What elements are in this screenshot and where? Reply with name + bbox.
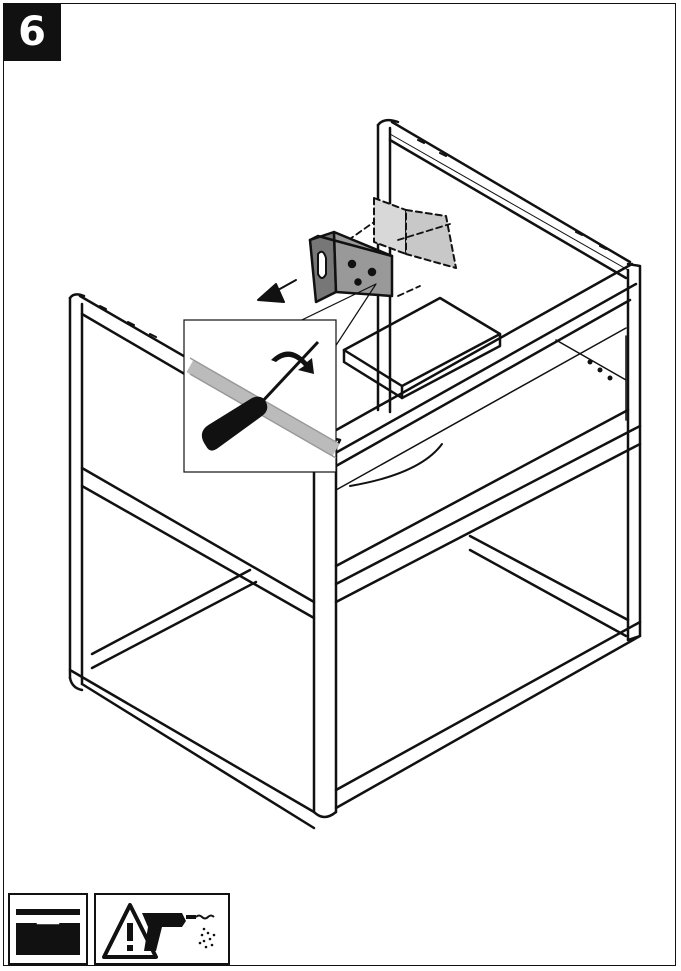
left-post	[68, 293, 86, 686]
bracket	[308, 230, 394, 304]
left-bottom-rail	[68, 668, 316, 830]
left-middle-rail	[80, 466, 316, 620]
front-post	[312, 434, 342, 819]
screwdriver-icon	[201, 340, 320, 451]
back-bottom-rail	[468, 534, 630, 638]
right-post	[626, 262, 642, 642]
spirit-level-icon	[16, 909, 80, 955]
step-number: 6	[3, 3, 61, 61]
move-arrow	[257, 279, 297, 303]
side-panel-holes	[587, 359, 613, 381]
alignment-dashes	[339, 221, 451, 297]
right-top-rail	[320, 262, 638, 468]
spirit-level-box	[8, 893, 88, 965]
page-frame	[3, 3, 676, 966]
shelf-panel	[342, 296, 502, 400]
zoom-callout	[183, 319, 340, 473]
drawer-curve	[349, 443, 443, 487]
drill-warning-icon	[102, 903, 216, 959]
right-middle-rail	[334, 408, 642, 604]
back-top-rail	[388, 120, 632, 280]
drill-warning-box	[94, 893, 230, 965]
left-back-bottom-rail	[90, 568, 258, 670]
right-bottom-rail	[334, 620, 642, 810]
rotate-arrow-icon	[271, 351, 314, 374]
